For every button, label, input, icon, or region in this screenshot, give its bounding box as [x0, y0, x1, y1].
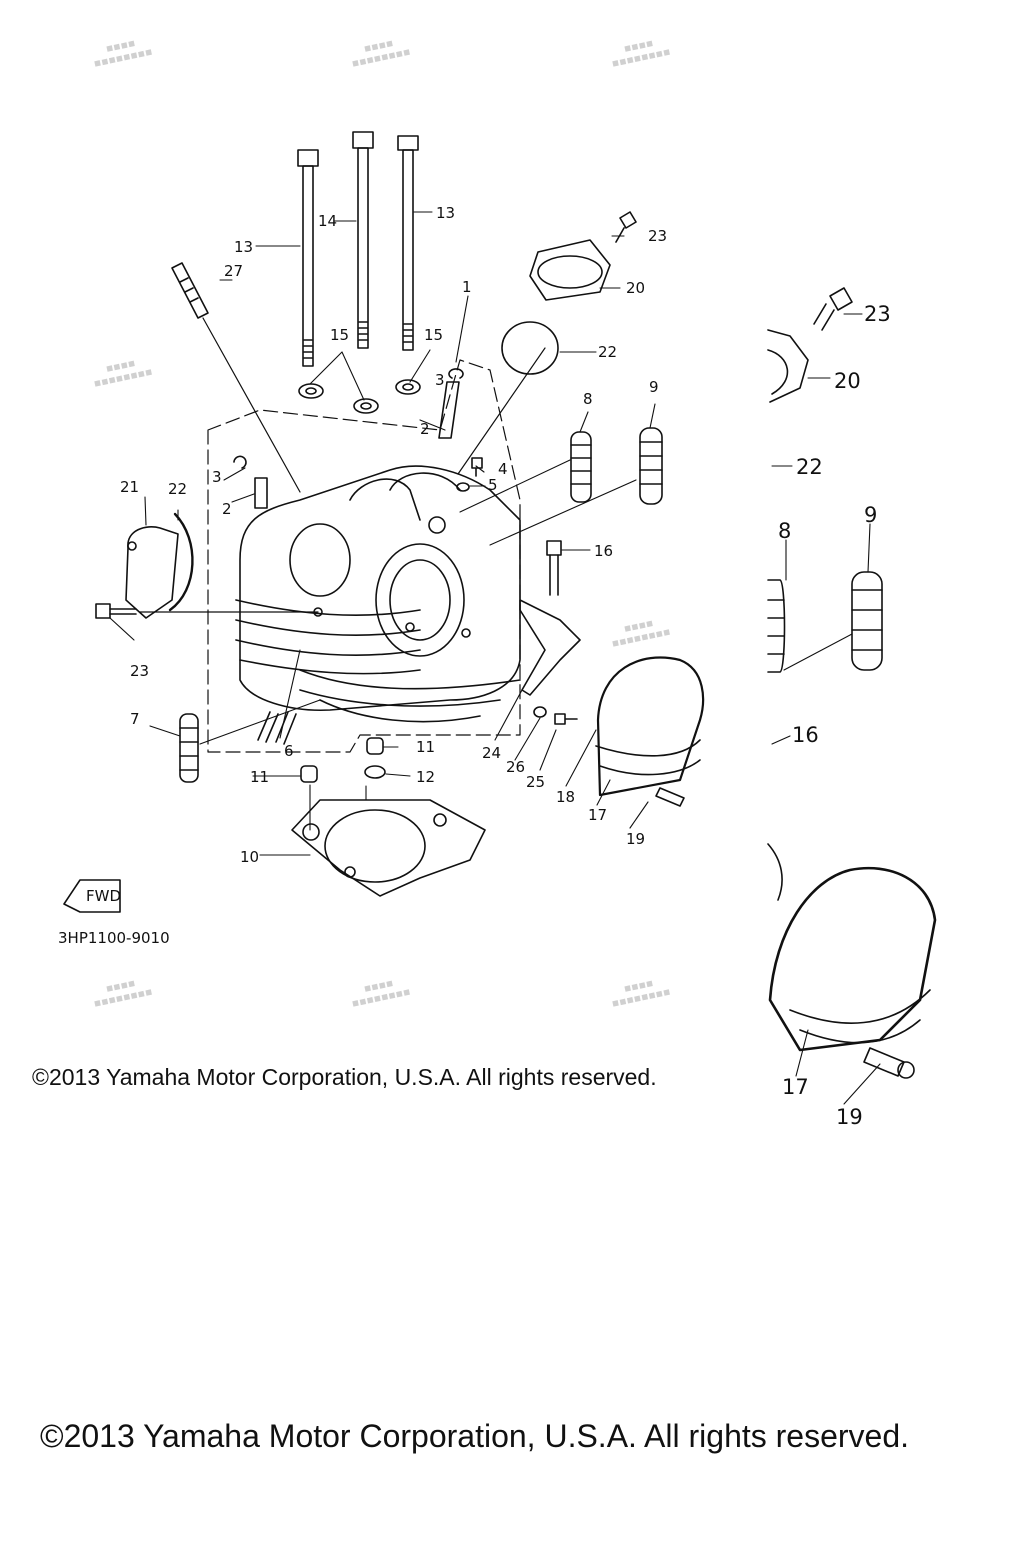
callout-15-left: 15 — [330, 326, 349, 344]
dowel-7[interactable] — [179, 713, 199, 783]
leader-lines — [109, 211, 656, 856]
zoom-callout-17: 17 — [782, 1075, 809, 1099]
bolt-19[interactable] — [655, 787, 685, 807]
washer-15[interactable] — [298, 379, 421, 414]
callout-22-top: 22 — [598, 343, 617, 361]
callout-6: 6 — [284, 742, 294, 760]
zoom-callout-19: 19 — [836, 1105, 863, 1129]
callout-2-left: 2 — [222, 500, 232, 518]
callout-14: 14 — [318, 212, 337, 230]
bolt-16[interactable] — [546, 540, 562, 596]
dowel-11[interactable] — [300, 737, 384, 783]
assembly-boundary — [207, 359, 521, 753]
zoom-callout-23: 23 — [864, 302, 891, 326]
washer-26[interactable] — [533, 706, 547, 718]
callout-25: 25 — [526, 773, 545, 791]
bolt-4[interactable] — [471, 457, 483, 477]
bolt-25[interactable] — [554, 713, 578, 725]
zoom-joint-20[interactable] — [767, 329, 809, 403]
callout-1: 1 — [462, 278, 472, 296]
callout-20: 20 — [626, 279, 645, 297]
dowel-9[interactable] — [639, 427, 663, 505]
callout-17: 17 — [588, 806, 607, 824]
washer-5[interactable] — [456, 482, 470, 492]
callout-8: 8 — [583, 390, 593, 408]
bolt-23-left[interactable] — [95, 603, 319, 619]
head-bolt-13-left[interactable] — [297, 149, 319, 367]
callout-3-left: 3 — [212, 468, 222, 486]
gasket-24[interactable] — [519, 599, 581, 696]
zoom-bolt-23[interactable] — [813, 287, 853, 331]
callout-19: 19 — [626, 830, 645, 848]
callout-27: 27 — [224, 262, 243, 280]
callout-26: 26 — [506, 758, 525, 776]
callout-11-left: 11 — [250, 768, 269, 786]
callout-22-left: 22 — [168, 480, 187, 498]
zoom-dowel-9[interactable] — [851, 571, 883, 671]
callout-2-top: 2 — [420, 420, 430, 438]
zoom-cam-cover[interactable] — [767, 843, 937, 1052]
cylinder-head[interactable] — [235, 465, 521, 723]
bolt-23-top[interactable] — [615, 211, 637, 243]
zoom-callout-8: 8 — [778, 519, 791, 543]
intake-joint-20[interactable] — [529, 239, 611, 301]
diagram-code: 3HP1100-9010 — [58, 929, 170, 947]
callout-9: 9 — [649, 378, 659, 396]
zoom-detail: 23 20 22 8 9 16 17 19 — [767, 287, 937, 1129]
callout-24: 24 — [482, 744, 501, 762]
callout-21: 21 — [120, 478, 139, 496]
callout-7: 7 — [130, 710, 140, 728]
callout-16: 16 — [594, 542, 613, 560]
seal-12[interactable] — [364, 765, 386, 779]
callout-10: 10 — [240, 848, 259, 866]
callout-23-left: 23 — [130, 662, 149, 680]
dowel-8[interactable] — [570, 431, 592, 503]
zoom-bolt-19[interactable] — [863, 1047, 915, 1079]
zoom-callout-16: 16 — [792, 723, 819, 747]
zoom-callout-9: 9 — [864, 503, 877, 527]
oring-22[interactable] — [501, 321, 559, 375]
tappet-cover-21[interactable] — [125, 512, 194, 619]
cam-cover-18[interactable] — [595, 656, 705, 797]
fwd-arrow-label: FWD — [86, 887, 121, 905]
callout-23-top: 23 — [648, 227, 667, 245]
callout-18: 18 — [556, 788, 575, 806]
head-bolt-13-right[interactable] — [397, 135, 419, 351]
spark-plug-27[interactable] — [171, 262, 301, 493]
stud-6[interactable] — [257, 711, 297, 745]
head-gasket-10[interactable] — [291, 799, 486, 897]
callout-11-right: 11 — [416, 738, 435, 756]
clip-3[interactable] — [233, 368, 464, 469]
head-bolt-14[interactable] — [352, 131, 374, 349]
callout-4: 4 — [498, 460, 508, 478]
callout-5: 5 — [488, 476, 498, 494]
zoom-callout-20: 20 — [834, 369, 861, 393]
valve-guide-2[interactable] — [254, 381, 460, 509]
callout-13-right: 13 — [436, 204, 455, 222]
zoom-dowel-8[interactable] — [767, 579, 786, 673]
callout-15-right: 15 — [424, 326, 443, 344]
copyright-notice-large: ©2013 Yamaha Motor Corporation, U.S.A. A… — [40, 1418, 910, 1454]
callout-13-left: 13 — [234, 238, 253, 256]
zoom-callout-22: 22 — [796, 455, 823, 479]
callout-3-top: 3 — [435, 371, 445, 389]
fwd-arrow — [63, 879, 121, 913]
callout-12: 12 — [416, 768, 435, 786]
copyright-notice-small: ©2013 Yamaha Motor Corporation, U.S.A. A… — [32, 1064, 657, 1090]
